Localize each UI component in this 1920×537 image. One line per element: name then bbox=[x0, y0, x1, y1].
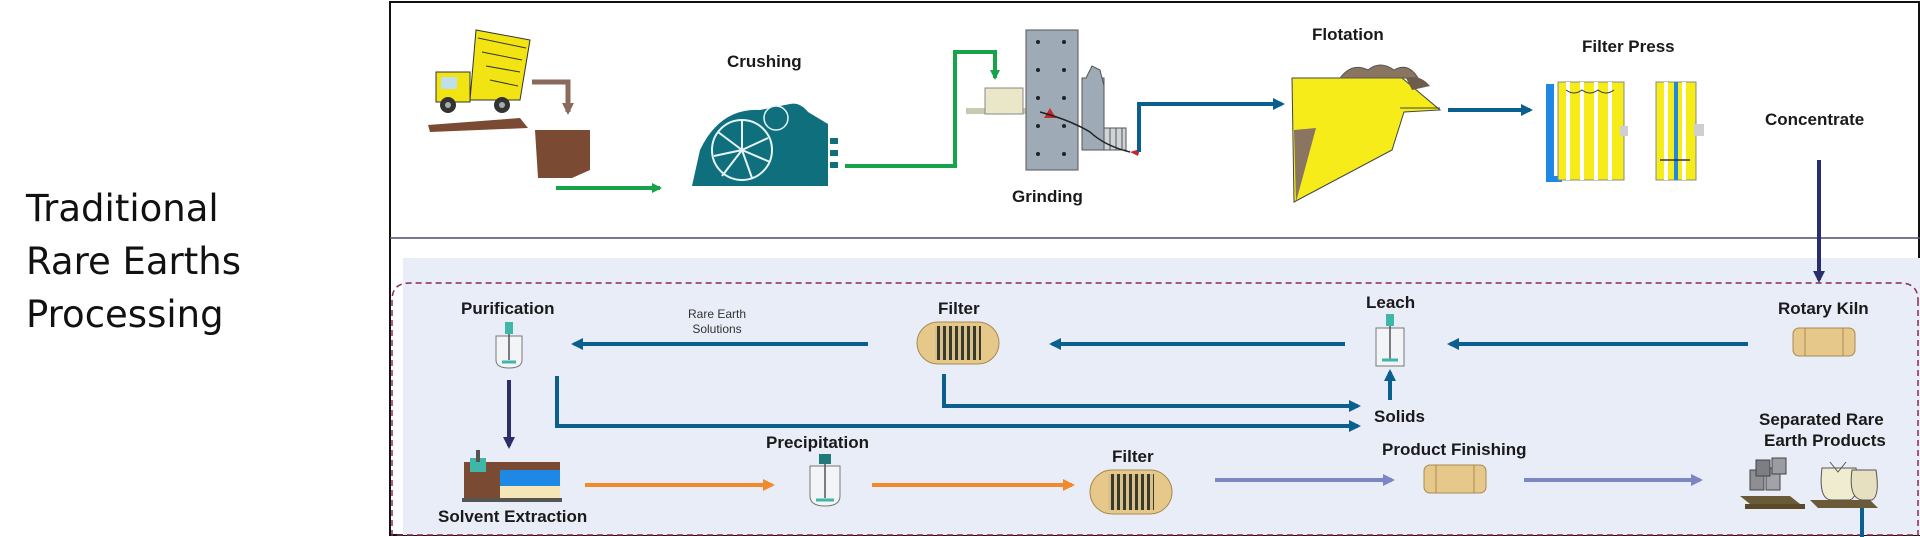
product-finishing-label: Product Finishing bbox=[1382, 440, 1527, 459]
rotary-kiln-label: Rotary Kiln bbox=[1778, 299, 1869, 318]
dashed-boundary bbox=[391, 282, 1919, 536]
dump-flow-arrow bbox=[532, 79, 574, 115]
green-flow-arrow-2 bbox=[845, 50, 1000, 168]
filter-upper-label: Filter bbox=[938, 299, 980, 318]
rotary-kiln-icon bbox=[1792, 327, 1856, 357]
separated-products-icon bbox=[1740, 457, 1878, 509]
page-title-line-3: Processing bbox=[26, 293, 224, 336]
grinding-label: Grinding bbox=[1012, 187, 1083, 206]
precipitation-vessel-icon bbox=[809, 454, 841, 507]
precipitation-label: Precipitation bbox=[766, 433, 869, 452]
rare-earth-solutions-label-1: Rare Earth bbox=[688, 307, 746, 321]
concentrate-label: Concentrate bbox=[1765, 110, 1864, 129]
flotation-label: Flotation bbox=[1312, 25, 1384, 44]
solvent-extraction-label: Solvent Extraction bbox=[438, 507, 587, 526]
page-title-line-1: Traditional bbox=[26, 187, 219, 230]
solids-label: Solids bbox=[1374, 407, 1425, 426]
product-finishing-kiln-icon bbox=[1423, 464, 1487, 494]
page-title: Traditional Rare Earths Processing bbox=[26, 182, 241, 341]
flotation-cell-icon bbox=[1291, 64, 1442, 203]
solvent-extraction-icon bbox=[462, 450, 562, 502]
separated-products-label-1: Separated Rare bbox=[1759, 410, 1884, 429]
filter-upper-icon bbox=[916, 321, 1000, 365]
dump-truck-icon bbox=[428, 29, 531, 132]
crushing-label: Crushing bbox=[727, 52, 802, 71]
rare-earth-solutions-label-2: Solutions bbox=[692, 322, 741, 336]
filter-lower-icon bbox=[1089, 469, 1173, 515]
filter-press-icon bbox=[1546, 81, 1704, 182]
separated-products-label-2: Earth Products bbox=[1764, 431, 1886, 450]
filter-lower-label: Filter bbox=[1112, 447, 1154, 466]
leach-label: Leach bbox=[1366, 293, 1415, 312]
purification-label: Purification bbox=[461, 299, 555, 318]
filter-press-label: Filter Press bbox=[1582, 37, 1675, 56]
purification-vessel-icon bbox=[495, 322, 523, 369]
page-title-line-2: Rare Earths bbox=[26, 240, 241, 283]
leach-vessel-icon bbox=[1375, 314, 1405, 367]
blue-flow-arrow-purification-to-solids bbox=[555, 376, 1361, 432]
grinding-mill-icon bbox=[966, 29, 1140, 171]
blue-flow-arrow-to-flotation bbox=[1137, 98, 1285, 152]
crusher-icon bbox=[692, 103, 838, 186]
ore-hopper-icon bbox=[535, 130, 590, 178]
blue-flow-arrow-filter-to-solids bbox=[942, 374, 1361, 412]
